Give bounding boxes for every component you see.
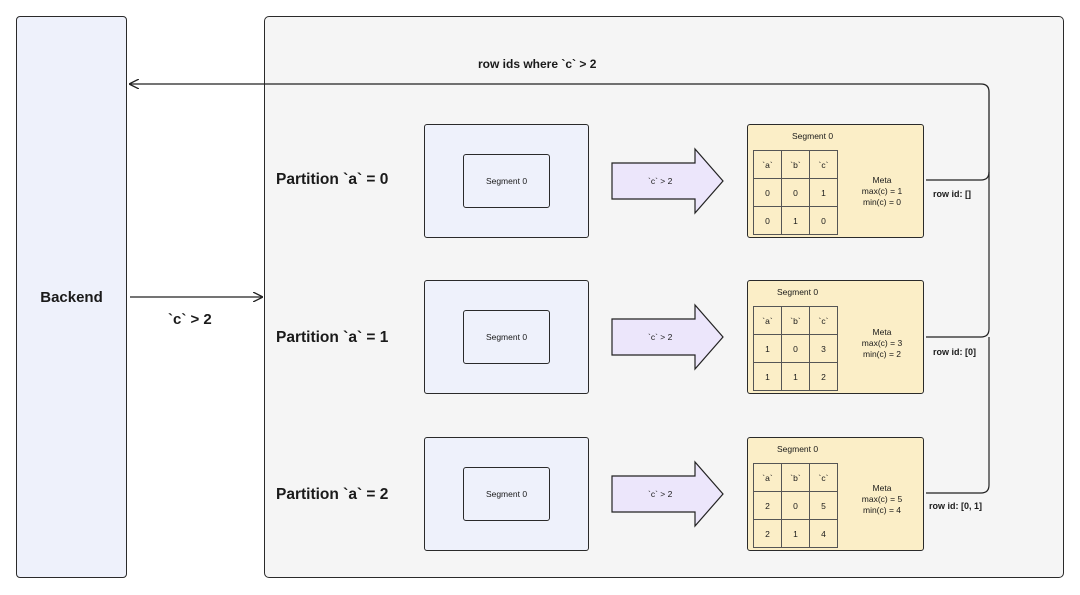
table-row: 0 1 0 xyxy=(753,206,838,235)
meta-text-2: Meta max(c) = 5 min(c) = 4 xyxy=(849,483,915,516)
table-cell: 0 xyxy=(809,206,838,235)
meta-text-1: Meta max(c) = 3 min(c) = 2 xyxy=(849,327,915,360)
meta-min: min(c) = 0 xyxy=(862,197,902,207)
meta-title: Meta xyxy=(872,175,892,185)
result-return-arrow xyxy=(130,84,990,180)
table-cell: 1 xyxy=(753,362,782,391)
row-id-connector-2 xyxy=(926,337,990,494)
filter-label-2: `c` > 2 xyxy=(648,489,673,499)
table-row: 1 1 2 xyxy=(753,362,838,391)
table-header-row: `a` `b` `c` xyxy=(753,306,838,335)
backend-box: Backend xyxy=(16,16,127,578)
row-id-connector-0 xyxy=(926,171,990,181)
meta-max: max(c) = 1 xyxy=(861,186,903,196)
table-cell: 3 xyxy=(809,334,838,363)
partition-label-0: Partition `a` = 0 xyxy=(276,171,389,188)
table-cell: 2 xyxy=(809,362,838,391)
table-header-cell: `a` xyxy=(753,463,782,492)
filter-arrow-1 xyxy=(611,303,724,371)
row-id-label-1: row id: [0] xyxy=(933,347,976,357)
meta-title: Meta xyxy=(872,483,892,493)
segment-label-0: Segment 0 xyxy=(485,176,528,186)
table-row: 2 1 4 xyxy=(753,519,838,548)
segment-output-title-1: Segment 0 xyxy=(777,287,819,297)
partition-label-2: Partition `a` = 2 xyxy=(276,486,389,503)
table-header-cell: `b` xyxy=(781,306,810,335)
filter-arrow-0 xyxy=(611,147,724,215)
meta-max: max(c) = 3 xyxy=(861,338,903,348)
request-condition-label: `c` > 2 xyxy=(168,311,212,328)
table-cell: 1 xyxy=(753,334,782,363)
table-row: 2 0 5 xyxy=(753,491,838,520)
segment-output-0: Segment 0 `a` `b` `c` 0 0 1 0 1 0 xyxy=(747,124,924,238)
filter-arrow-2 xyxy=(611,460,724,528)
segment-output-title-0: Segment 0 xyxy=(792,131,834,141)
table-header-row: `a` `b` `c` xyxy=(753,150,838,179)
segment-label-1: Segment 0 xyxy=(485,332,528,342)
segment-label-2: Segment 0 xyxy=(485,489,528,499)
table-cell: 0 xyxy=(781,334,810,363)
return-arrow-label: row ids where `c` > 2 xyxy=(478,57,597,71)
segment-table-0: `a` `b` `c` 0 0 1 0 1 0 xyxy=(753,150,838,235)
segment-output-2: Segment 0 `a` `b` `c` 2 0 5 2 1 4 xyxy=(747,437,924,551)
backend-label: Backend xyxy=(40,288,103,306)
meta-max: max(c) = 5 xyxy=(861,494,903,504)
table-cell: 1 xyxy=(809,178,838,207)
table-header-cell: `b` xyxy=(781,150,810,179)
table-row: 0 0 1 xyxy=(753,178,838,207)
table-cell: 1 xyxy=(781,206,810,235)
row-id-label-2: row id: [0, 1] xyxy=(929,501,983,511)
table-header-cell: `c` xyxy=(809,306,838,335)
table-cell: 2 xyxy=(753,519,782,548)
segment-output-title-2: Segment 0 xyxy=(777,444,819,454)
segment-output-1: Segment 0 `a` `b` `c` 1 0 3 1 1 2 xyxy=(747,280,924,394)
table-cell: 2 xyxy=(753,491,782,520)
table-cell: 0 xyxy=(781,491,810,520)
table-cell: 5 xyxy=(809,491,838,520)
meta-text-0: Meta max(c) = 1 min(c) = 0 xyxy=(849,175,915,208)
segment-box-1: Segment 0 xyxy=(463,310,550,364)
table-row: 1 0 3 xyxy=(753,334,838,363)
table-header-cell: `a` xyxy=(753,150,782,179)
meta-title: Meta xyxy=(872,327,892,337)
table-cell: 4 xyxy=(809,519,838,548)
partition-label-1: Partition `a` = 1 xyxy=(276,329,389,346)
table-header-cell: `b` xyxy=(781,463,810,492)
segment-table-2: `a` `b` `c` 2 0 5 2 1 4 xyxy=(753,463,838,548)
table-header-cell: `c` xyxy=(809,463,838,492)
segment-box-0: Segment 0 xyxy=(463,154,550,208)
table-header-cell: `c` xyxy=(809,150,838,179)
row-id-connector-1 xyxy=(926,180,990,338)
table-cell: 0 xyxy=(781,178,810,207)
table-header-cell: `a` xyxy=(753,306,782,335)
filter-label-0: `c` > 2 xyxy=(648,176,673,186)
table-cell: 0 xyxy=(753,178,782,207)
meta-min: min(c) = 2 xyxy=(862,349,902,359)
table-cell: 1 xyxy=(781,519,810,548)
meta-min: min(c) = 4 xyxy=(862,505,902,515)
table-cell: 0 xyxy=(753,206,782,235)
table-header-row: `a` `b` `c` xyxy=(753,463,838,492)
row-id-label-0: row id: [] xyxy=(933,189,971,199)
segment-box-2: Segment 0 xyxy=(463,467,550,521)
segment-table-1: `a` `b` `c` 1 0 3 1 1 2 xyxy=(753,306,838,391)
table-cell: 1 xyxy=(781,362,810,391)
filter-label-1: `c` > 2 xyxy=(648,332,673,342)
